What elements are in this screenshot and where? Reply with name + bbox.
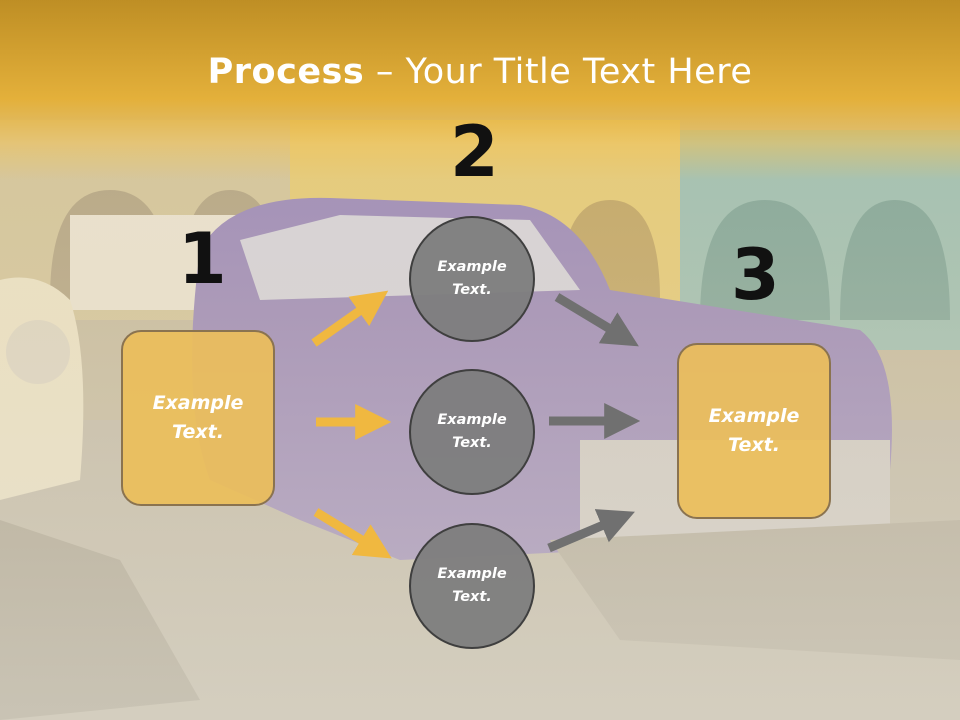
step-number-3: 3 <box>731 234 780 316</box>
step-box-1: Example Text. <box>121 330 275 506</box>
slide-title-bold: Process <box>207 52 365 92</box>
circle-top: Example Text. <box>409 216 535 342</box>
step-number-1: 1 <box>178 218 227 300</box>
step-number-2: 2 <box>450 111 499 193</box>
circle-middle-label: Example Text. <box>437 412 507 451</box>
step-box-3: Example Text. <box>677 343 831 519</box>
slide-title-rest: – Your Title Text Here <box>364 52 753 92</box>
circle-bottom: Example Text. <box>409 523 535 649</box>
circle-middle: Example Text. <box>409 369 535 495</box>
step-box-3-label: Example Text. <box>708 405 800 456</box>
circle-top-label: Example Text. <box>437 259 507 298</box>
circle-bottom-label: Example Text. <box>437 566 507 605</box>
title-band <box>0 0 960 180</box>
step-box-1-label: Example Text. <box>152 392 244 443</box>
slide-title: Process – Your Title Text Here <box>0 52 960 92</box>
